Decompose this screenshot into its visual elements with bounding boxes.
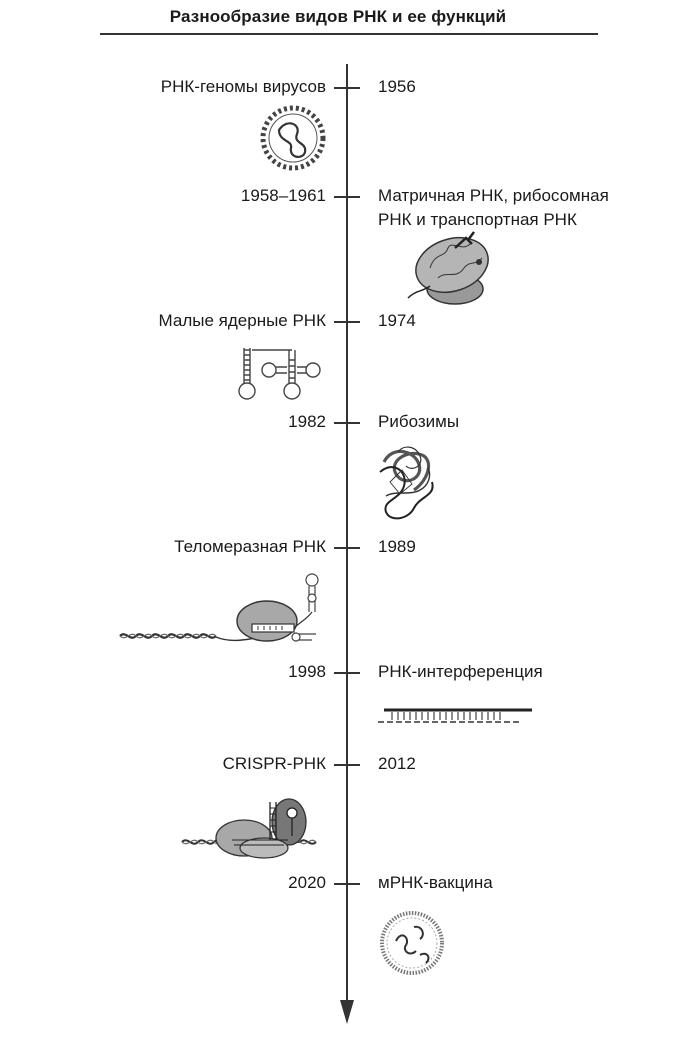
timeline-arrowhead [340, 1000, 354, 1024]
crispr-icon [181, 798, 317, 859]
figure-title: Разнообразие видов РНК и ее функций [169, 7, 507, 26]
event-label-right-line2: РНК и транспортная РНК [378, 210, 577, 229]
virus-icon [260, 105, 326, 171]
ribosome-icon [407, 231, 489, 305]
event-label-left: Теломеразная РНК [174, 537, 326, 556]
title-divider [100, 33, 598, 35]
event-label-left: 1982 [288, 412, 326, 431]
mrna-vaccine-icon [380, 911, 444, 975]
event-label-left: 1998 [288, 662, 326, 681]
telomerase-icon [119, 573, 319, 642]
ribozyme-icon [379, 446, 434, 520]
event-label-left: 1958–1961 [240, 186, 326, 205]
snrna-icon [238, 348, 321, 400]
event-label-right: Матричная РНК, рибосомная [378, 186, 609, 205]
event-label-right: мРНК-вакцина [378, 873, 493, 892]
event-label-right: 1989 [378, 537, 416, 556]
event-label-right: 1956 [378, 77, 416, 96]
event-label-left: CRISPR-РНК [222, 754, 326, 773]
timeline-ticks [334, 87, 360, 885]
event-label-left: 2020 [288, 873, 326, 892]
rnai-icon [378, 708, 532, 723]
event-label-right: РНК-интерференция [378, 662, 543, 681]
event-label-right: Рибозимы [378, 412, 460, 431]
event-label-right: 1974 [378, 311, 416, 330]
event-label-right: 2012 [378, 754, 416, 773]
event-label-left: Малые ядерные РНК [158, 311, 326, 330]
event-label-left: РНК-геномы вирусов [160, 77, 326, 96]
